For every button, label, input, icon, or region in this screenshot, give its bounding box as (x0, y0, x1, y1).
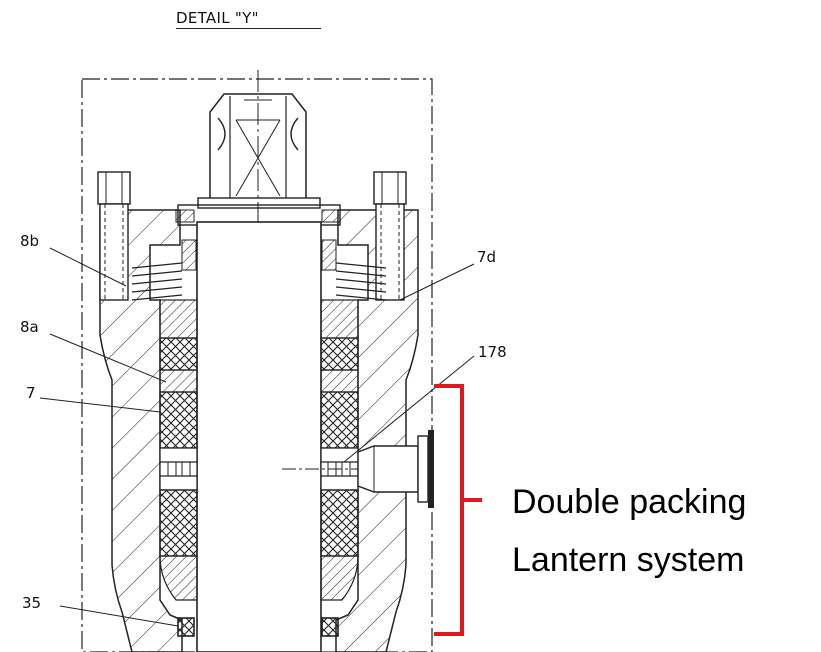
callout-8b: 8b (20, 232, 40, 250)
detail-title: DETAIL "Y" (176, 9, 259, 27)
o-ring-left (177, 617, 195, 637)
detail-boundary (81, 78, 433, 652)
lantern-system-bracket (434, 384, 482, 636)
left-gland-bolt (97, 171, 131, 301)
shaft (196, 221, 322, 652)
packing-upper-left (159, 337, 198, 371)
callout-8a: 8a (20, 318, 39, 336)
right-gland-bolt (373, 171, 407, 301)
annotation-line-2: Lantern system (512, 541, 745, 579)
packing-middle-right (320, 391, 359, 449)
packing-middle-left (159, 391, 198, 449)
packing-upper-right (320, 337, 359, 371)
callout-7: 7 (26, 384, 36, 402)
o-ring-right (321, 617, 339, 637)
callout-35: 35 (22, 594, 42, 612)
packing-lower-left (159, 489, 198, 557)
bonnet-top (209, 93, 307, 198)
lantern-port-connection (282, 430, 434, 508)
callout-7d: 7d (477, 248, 497, 266)
lantern-ring-left (159, 447, 198, 491)
detail-title-underline (176, 28, 321, 29)
disc-springs-right (335, 262, 387, 301)
disc-springs-left (131, 262, 183, 301)
gland-follower-left (159, 299, 198, 339)
gland-flange-top (197, 197, 321, 209)
packing-lower-right (320, 489, 359, 557)
gland-follower-right (320, 299, 359, 339)
annotation-line-1: Double packing (512, 483, 747, 521)
callout-178: 178 (478, 343, 507, 361)
